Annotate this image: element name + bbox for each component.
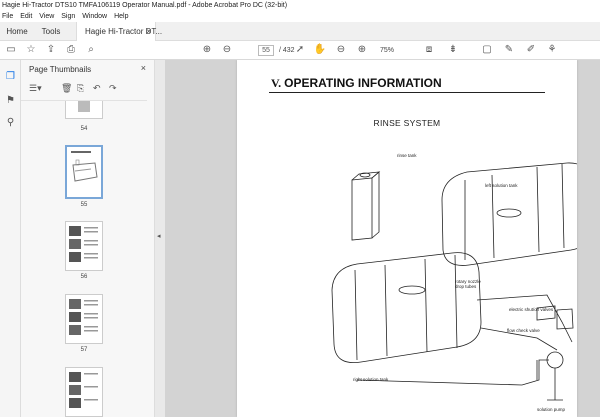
page-total: / 432 bbox=[279, 47, 295, 54]
thumbnail-number: 54 bbox=[80, 126, 88, 132]
thumbnail-page-56[interactable] bbox=[65, 221, 103, 271]
highlight-pen-icon[interactable]: ✎ bbox=[504, 44, 514, 55]
heading-text: OPERATING INFORMATION bbox=[284, 76, 442, 90]
select-arrow-icon[interactable]: ➚ bbox=[295, 44, 305, 55]
save-icon[interactable]: ▭ bbox=[6, 44, 16, 55]
comment-icon[interactable]: ▢ bbox=[482, 44, 492, 55]
upload-icon[interactable]: ⇪ bbox=[46, 44, 56, 55]
delete-icon[interactable]: 🗑 bbox=[61, 83, 73, 93]
label-solution-pump: solution pump bbox=[537, 407, 566, 412]
star-icon[interactable]: ☆ bbox=[26, 44, 36, 55]
fit-page-icon[interactable]: ⧈ bbox=[425, 44, 433, 55]
label-right-solution-tank: right solution tank bbox=[353, 377, 389, 382]
window-title: Hagie Hi-Tractor DTS10 TMFA106119 Operat… bbox=[0, 0, 600, 11]
thumbnail-number: 56 bbox=[80, 274, 88, 280]
menu-bar: File Edit View Sign Window Help bbox=[0, 11, 600, 22]
rotate-right-icon[interactable]: ↷ bbox=[109, 83, 117, 93]
panel-toolbar: ☰▾ 🗑 ⎘ ↶ ↷ bbox=[21, 81, 155, 97]
zoom-in-icon[interactable]: ⊕ bbox=[357, 44, 367, 55]
close-panel-icon[interactable]: × bbox=[140, 63, 146, 73]
page-down-icon[interactable]: ⊖ bbox=[222, 44, 232, 55]
close-tab-icon[interactable]: × bbox=[146, 27, 151, 36]
insert-page-icon[interactable]: ⎘ bbox=[77, 83, 85, 93]
left-rail: ❐ ⚑ ⚲ bbox=[0, 60, 21, 417]
attachment-icon[interactable]: ⚲ bbox=[6, 117, 15, 128]
thumbnail-page-57[interactable] bbox=[65, 294, 103, 344]
heading-numeral: V. bbox=[271, 76, 282, 90]
menu-sign[interactable]: Sign bbox=[61, 13, 76, 20]
rinse-system-diagram bbox=[331, 162, 577, 401]
page-heading: V. OPERATING INFORMATION bbox=[271, 76, 442, 91]
label-left-solution-tank: left solution tank bbox=[485, 183, 518, 188]
thumbnail-number: 57 bbox=[80, 347, 88, 353]
thumbnail-list: 54 55 56 57 bbox=[21, 100, 147, 417]
options-menu-icon[interactable]: ☰▾ bbox=[29, 83, 42, 93]
page-thumbnails-icon[interactable]: ❐ bbox=[6, 71, 15, 82]
tab-bar: Home Tools Hagie Hi-Tractor DT... × bbox=[0, 22, 600, 41]
panel-collapse-handle[interactable]: ◂ bbox=[155, 60, 165, 417]
menu-window[interactable]: Window bbox=[82, 13, 108, 20]
menu-view[interactable]: View bbox=[39, 13, 55, 20]
menu-file[interactable]: File bbox=[2, 13, 14, 20]
toolbar: ▭ ☆ ⇪ ⎙ ⌕ ⊕ ⊖ 55 / 432 ➚ ✋ ⊖ ⊕ 75% ⧈ ⇟ ▢… bbox=[0, 41, 600, 60]
tab-document-label: Hagie Hi-Tractor DT... bbox=[85, 27, 163, 36]
zoom-level[interactable]: 75% bbox=[380, 47, 395, 54]
thumbnail-page-55[interactable] bbox=[65, 145, 103, 199]
label-rinse-tank: rinse tank bbox=[397, 153, 417, 158]
draw-icon[interactable]: ✐ bbox=[526, 44, 536, 55]
label-flow-check-valve: flow check valve bbox=[507, 328, 540, 333]
panel-title: Page Thumbnails bbox=[29, 65, 92, 74]
section-subtitle: RINSE SYSTEM bbox=[373, 118, 441, 128]
label-electric-shutoff-valves: electric shut/off valves bbox=[509, 307, 554, 312]
document-page: V. OPERATING INFORMATION RINSE SYSTEM bbox=[237, 60, 577, 417]
label-rotary-nozzle: rotary nozzle bbox=[455, 279, 481, 284]
label-drop-tubes: drop tubes bbox=[455, 284, 477, 289]
heading-rule bbox=[269, 92, 545, 93]
zoom-out-icon[interactable]: ⊖ bbox=[336, 44, 346, 55]
stamp-icon[interactable]: ⚘ bbox=[547, 44, 557, 55]
bookmark-icon[interactable]: ⚑ bbox=[6, 95, 15, 106]
tab-document[interactable]: Hagie Hi-Tractor DT... × bbox=[76, 22, 162, 41]
thumbnails-panel: Page Thumbnails × ☰▾ 🗑 ⎘ ↶ ↷ 54 55 bbox=[21, 60, 175, 417]
thumbnail-page-54[interactable] bbox=[65, 101, 103, 119]
document-viewer[interactable]: V. OPERATING INFORMATION RINSE SYSTEM bbox=[165, 60, 600, 417]
thumbnail-number: 55 bbox=[80, 202, 88, 208]
menu-edit[interactable]: Edit bbox=[20, 13, 33, 20]
chevron-left-icon: ◂ bbox=[157, 233, 161, 240]
print-icon[interactable]: ⎙ bbox=[67, 44, 75, 55]
hand-icon[interactable]: ✋ bbox=[313, 44, 327, 55]
page-number-input[interactable]: 55 bbox=[258, 45, 274, 56]
tab-tools[interactable]: Tools bbox=[41, 27, 61, 36]
page-up-icon[interactable]: ⊕ bbox=[202, 44, 212, 55]
tab-home[interactable]: Home bbox=[6, 27, 28, 36]
menu-help[interactable]: Help bbox=[114, 13, 129, 20]
rotate-left-icon[interactable]: ↶ bbox=[93, 83, 101, 93]
thumbnail-page-58[interactable] bbox=[65, 367, 103, 417]
search-icon[interactable]: ⌕ bbox=[88, 44, 94, 55]
scroll-mode-icon[interactable]: ⇟ bbox=[448, 44, 458, 55]
